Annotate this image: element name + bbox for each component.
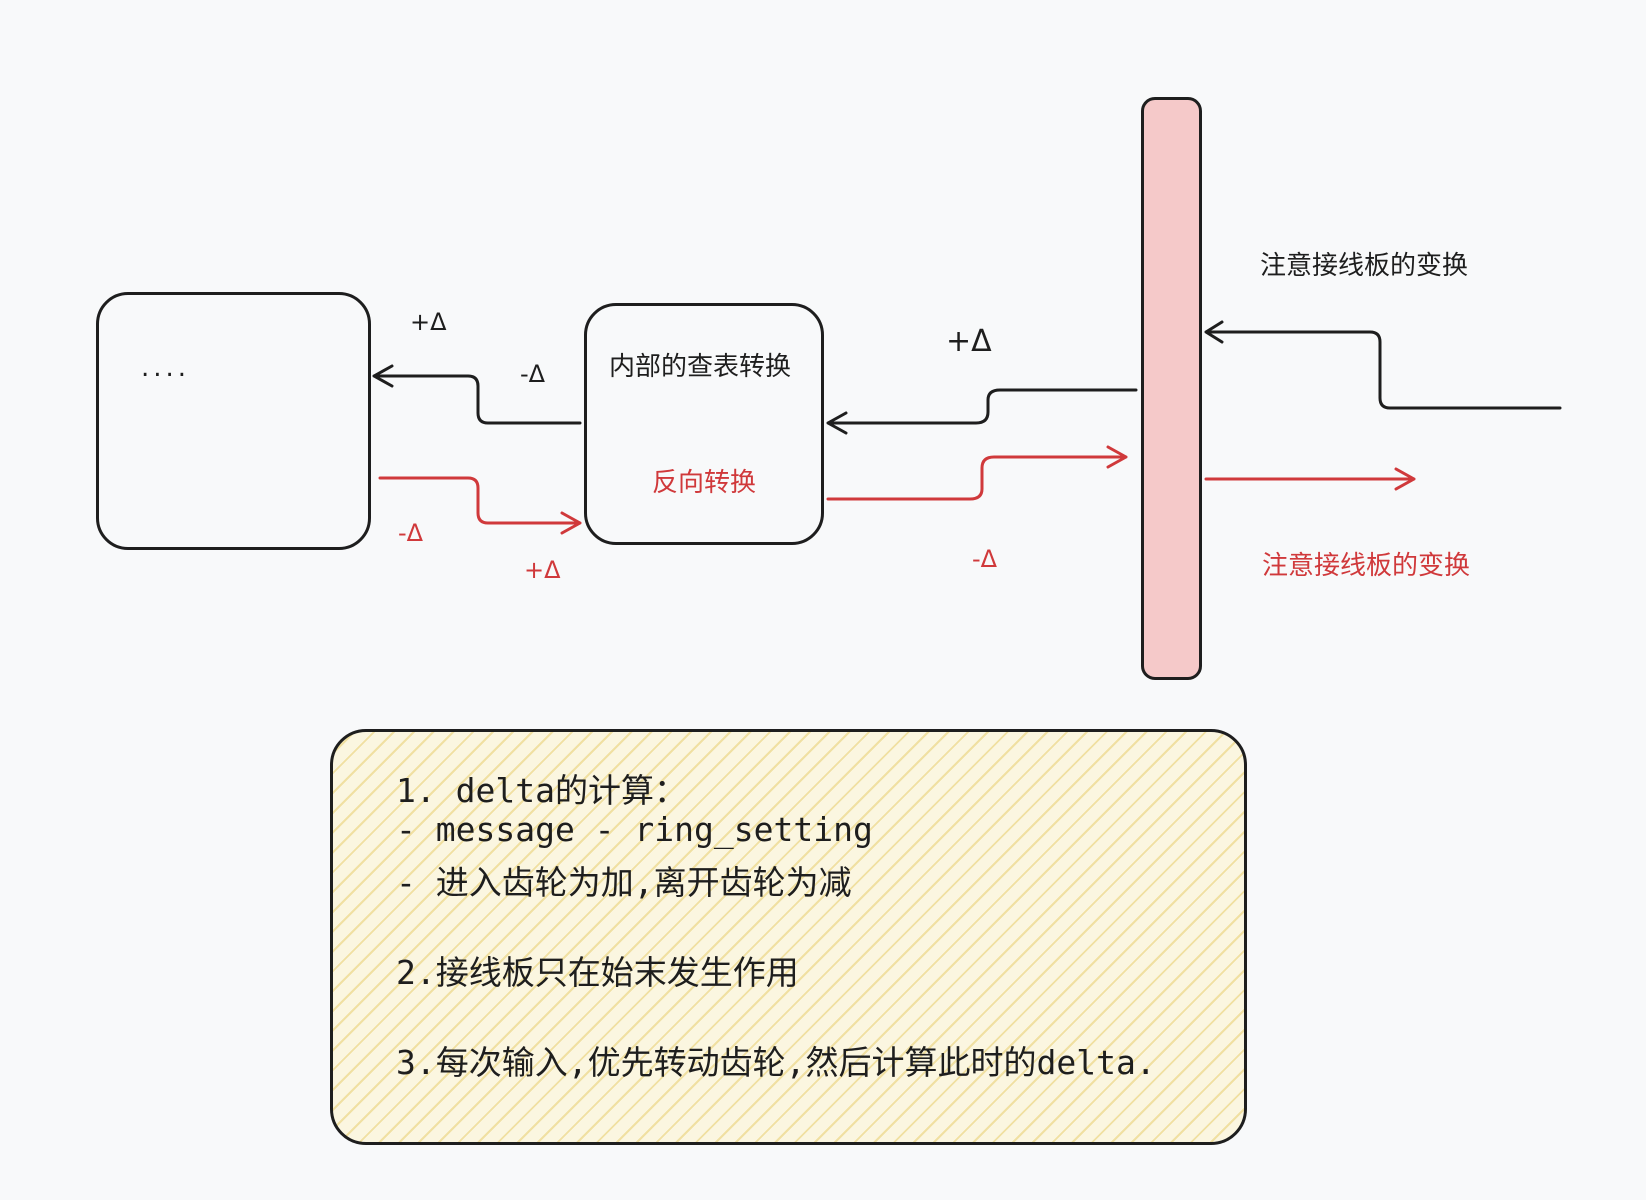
note-line-2: - message - ring_setting <box>396 810 873 849</box>
label-left-minus-top: -Δ <box>520 360 546 388</box>
notes-box <box>330 729 1247 1145</box>
arrow-input-to-plugboard <box>1204 320 1562 410</box>
label-plugboard-note-bottom: 注意接线板的变换 <box>1262 551 1471 581</box>
left-box: .... <box>96 292 371 550</box>
label-left-minus-bottom: -Δ <box>398 519 424 547</box>
arrow-mid-to-left <box>372 364 582 425</box>
plugboard-bar <box>1141 97 1202 680</box>
arrow-mid-to-plugboard <box>826 445 1128 501</box>
mid-box: 内部的查表转换 反向转换 <box>584 303 824 545</box>
note-line-1: 1. delta的计算： <box>396 771 687 810</box>
arrow-plugboard-output <box>1204 467 1416 491</box>
note-line-3: - 进入齿轮为加,离开齿轮为减 <box>396 863 852 902</box>
label-mid-minus-bottom: -Δ <box>972 545 998 573</box>
arrow-plugboard-to-mid <box>826 388 1138 435</box>
label-mid-plus-top: +Δ <box>946 324 992 359</box>
left-box-text: .... <box>141 353 191 383</box>
arrow-left-to-mid <box>378 476 582 535</box>
note-line-5: 3.每次输入,优先转动齿轮,然后计算此时的delta. <box>396 1043 1156 1082</box>
note-line-4: 2.接线板只在始末发生作用 <box>396 953 799 992</box>
mid-box-reverse-label: 反向转换 <box>652 468 757 498</box>
label-plugboard-note-top: 注意接线板的变换 <box>1260 251 1469 281</box>
label-left-plus-bottom: +Δ <box>524 556 561 584</box>
label-left-plus-top: +Δ <box>410 308 447 336</box>
mid-box-title: 内部的查表转换 <box>609 352 792 382</box>
